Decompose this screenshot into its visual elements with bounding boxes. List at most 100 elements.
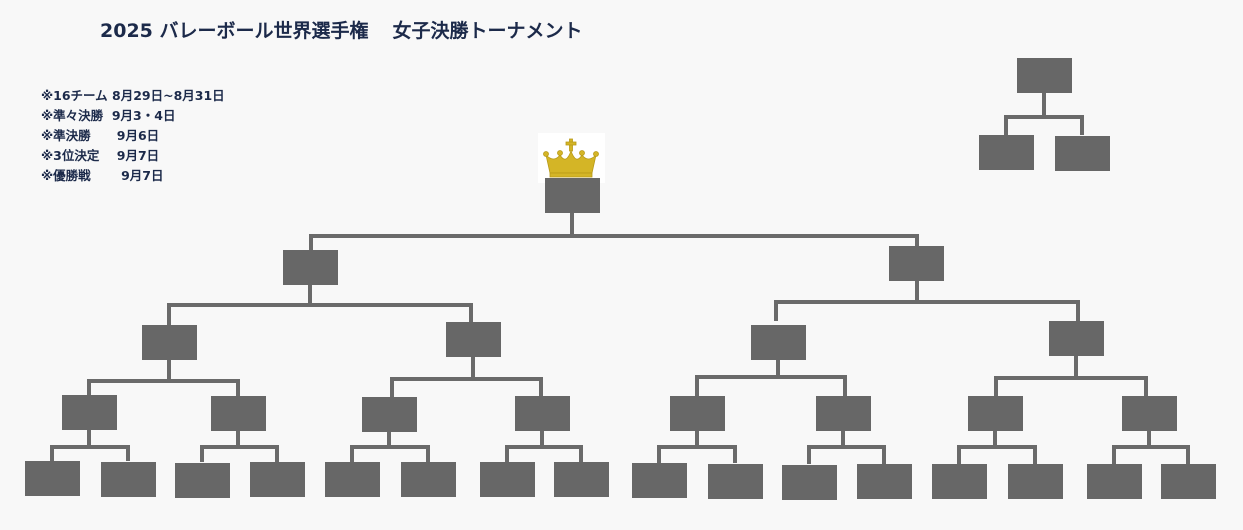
first-round-box — [1008, 464, 1063, 499]
note-quarterfinal: ※準々決勝 9月3・4日 — [41, 108, 176, 123]
bracket-line — [539, 377, 543, 397]
first-round-box — [632, 463, 687, 498]
quarterfinal-box — [142, 325, 197, 360]
page-title: 2025 バレーボール世界選手権 女子決勝トーナメント — [100, 16, 583, 43]
bracket-line — [579, 445, 583, 462]
first-round-box — [480, 462, 535, 497]
bracket-line — [570, 213, 574, 234]
bracket-line — [915, 281, 919, 300]
bracket-line — [807, 445, 811, 464]
bracket-line — [236, 379, 240, 396]
first-round-box — [554, 462, 609, 497]
bracket-line — [657, 445, 661, 463]
note-final: ※優勝戦 9月7日 — [41, 168, 164, 183]
round-of-16-box — [1122, 396, 1177, 431]
bracket-line — [807, 445, 886, 449]
title-main: 2025 バレーボール世界選手権 — [100, 20, 369, 42]
round-of-16-box — [515, 396, 570, 431]
bracket-line — [200, 445, 279, 449]
bracket-line — [505, 445, 583, 449]
bracket-line — [1004, 115, 1008, 135]
round-of-16-box — [62, 395, 117, 430]
bracket-line — [695, 375, 847, 379]
bracket-line — [390, 377, 394, 397]
bracket-line — [993, 431, 997, 445]
bracket-line — [695, 375, 699, 396]
bracket-line — [275, 445, 279, 462]
bracket-line — [387, 432, 391, 445]
bracket-line — [915, 234, 919, 250]
note-semifinal: ※準決勝 9月6日 — [41, 128, 160, 143]
bracket-line — [426, 445, 430, 462]
bracket-line — [1112, 445, 1116, 464]
bracket-line — [87, 379, 240, 383]
crown-icon — [538, 133, 605, 183]
first-round-box — [1087, 464, 1142, 499]
champion-box — [545, 178, 600, 213]
first-round-box — [401, 462, 456, 497]
bracket-line — [1076, 300, 1080, 321]
schedule-notes: ※16チーム 8月29日~8月31日 ※準々決勝 9月3・4日 ※準決勝 9月6… — [41, 86, 225, 186]
first-round-box — [25, 461, 80, 496]
bracket-line — [390, 377, 543, 381]
bracket-line — [50, 445, 130, 449]
bracket-line — [1147, 431, 1151, 445]
bracket-line — [167, 303, 171, 325]
bracket-line — [1004, 115, 1084, 119]
bracket-line — [1074, 356, 1078, 376]
round-of-16-box — [362, 397, 417, 432]
bracket-line — [505, 445, 509, 462]
bracket-line — [1080, 115, 1084, 135]
bracket-line — [471, 357, 475, 377]
bracket-line — [167, 303, 473, 307]
bracket-line — [1042, 93, 1046, 115]
bracket-line — [843, 375, 847, 396]
bracket-line — [695, 431, 699, 445]
bracket-line — [994, 376, 998, 396]
bracket-line — [882, 445, 886, 464]
third-place-winner-box — [1017, 58, 1072, 93]
bracket-line — [540, 431, 544, 445]
semifinal-box-right — [889, 246, 944, 281]
bracket-line — [1033, 445, 1037, 464]
bracket-line — [350, 445, 430, 449]
bracket-line — [774, 300, 1080, 304]
third-place-box-right — [1055, 136, 1110, 171]
bracket-line — [309, 234, 313, 250]
bracket-line — [733, 445, 737, 463]
bracket-line — [200, 445, 204, 462]
note-round-of-16: ※16チーム 8月29日~8月31日 — [41, 88, 225, 103]
bracket-line — [774, 300, 778, 321]
first-round-box — [708, 464, 763, 499]
bracket-line — [957, 445, 1037, 449]
bracket-line — [167, 360, 171, 379]
bracket-line — [126, 445, 130, 461]
first-round-box — [1161, 464, 1216, 499]
first-round-box — [175, 463, 230, 498]
third-place-box-left — [979, 135, 1034, 170]
bracket-line — [87, 379, 91, 396]
bracket-line — [841, 431, 845, 445]
bracket-line — [1112, 445, 1190, 449]
round-of-16-box — [211, 396, 266, 431]
quarterfinal-box — [751, 325, 806, 360]
round-of-16-box — [968, 396, 1023, 431]
bracket-line — [469, 303, 473, 325]
note-third-place: ※3位決定 9月7日 — [41, 148, 160, 163]
bracket-line — [994, 376, 1148, 380]
quarterfinal-box — [1049, 321, 1104, 356]
bracket-line — [236, 431, 240, 445]
round-of-16-box — [816, 396, 871, 431]
bracket-line — [50, 445, 54, 461]
first-round-box — [250, 462, 305, 497]
title-sub: 女子決勝トーナメント — [392, 20, 583, 42]
bracket-line — [350, 445, 354, 462]
semifinal-box-left — [283, 250, 338, 285]
first-round-box — [101, 462, 156, 497]
first-round-box — [932, 464, 987, 499]
quarterfinal-box — [446, 322, 501, 357]
first-round-box — [325, 462, 380, 497]
bracket-line — [87, 430, 91, 445]
bracket-line — [308, 285, 312, 303]
bracket-line — [657, 445, 737, 449]
